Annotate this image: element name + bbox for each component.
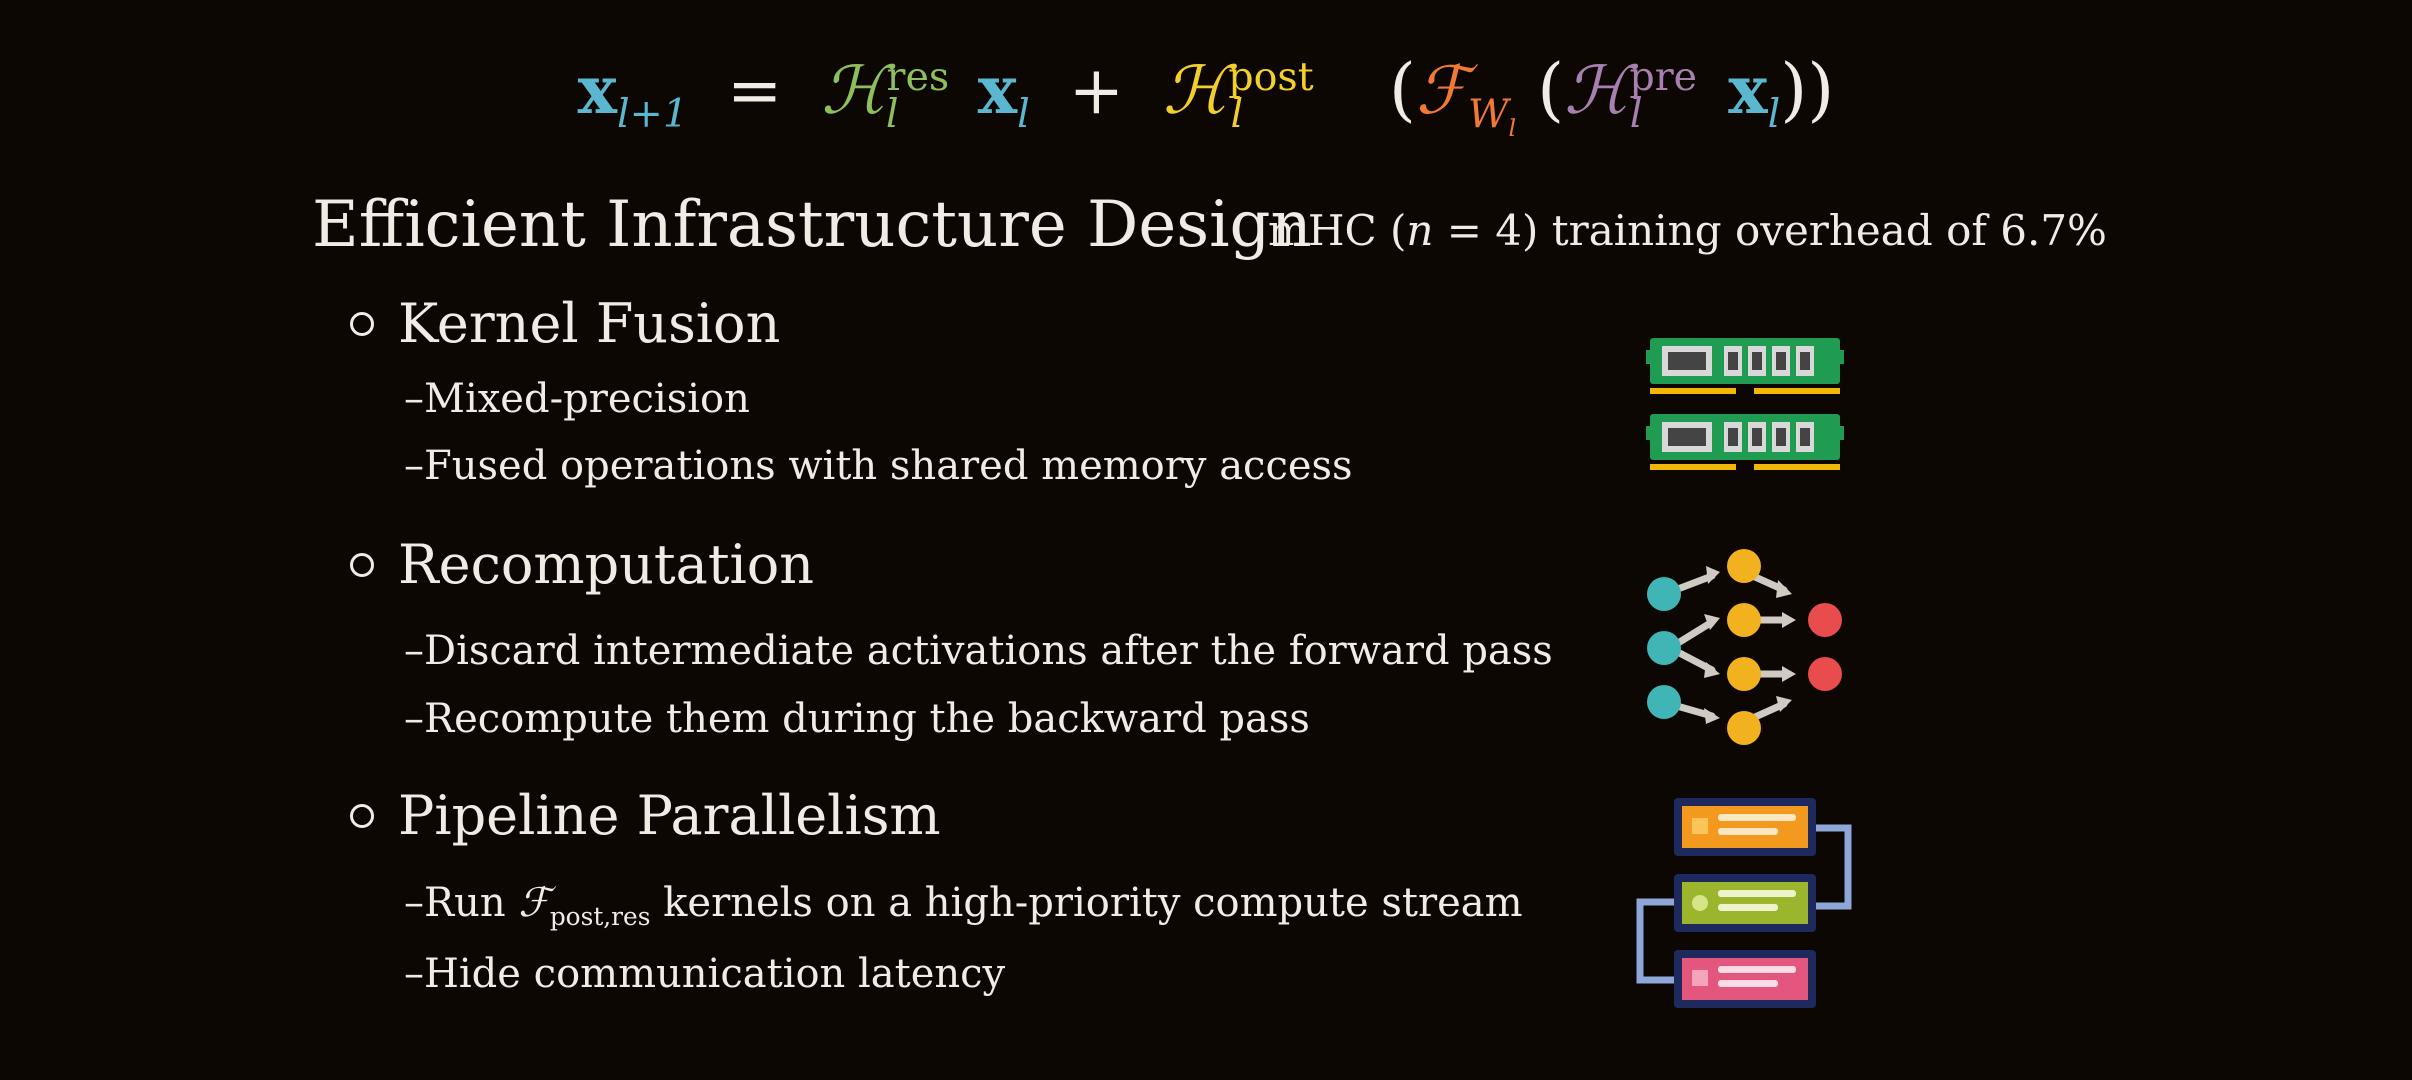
pipeline-item-1: –Run ℱpost,res kernels on a high-priorit… [404, 880, 1523, 931]
eq-lparen-1: ( [1388, 50, 1416, 130]
eq-plus: + [1068, 52, 1125, 129]
memory-ram-icon [1646, 338, 1844, 470]
ram-stick-bottom [1646, 414, 1844, 470]
eq-x-lhs: xl+1 [577, 51, 689, 138]
section-heading-pipeline-parallelism: Pipeline Parallelism [350, 784, 941, 847]
eq-lparen-2: ( [1537, 50, 1565, 130]
eq-rparens: )) [1780, 50, 1835, 130]
recomputation-item-2: –Recompute them during the backward pass [404, 696, 1310, 742]
eq-h-pre: ℋprel [1564, 52, 1698, 138]
bullet-circle-icon [350, 804, 374, 828]
eq-h-post: ℋpostl [1163, 52, 1314, 138]
section-heading-recomputation: Recomputation [350, 533, 814, 596]
ram-stick-top [1646, 338, 1844, 394]
server-stack-icon [1636, 798, 1852, 1008]
bullet-circle-icon [350, 553, 374, 577]
kernel-fusion-item-2: –Fused operations with shared memory acc… [404, 443, 1353, 489]
pipeline-item-2: –Hide communication latency [404, 951, 1006, 997]
eq-x-res: xl [977, 51, 1030, 138]
slide-title: Efficient Infrastructure Design [312, 188, 1312, 262]
eq-h-res: ℋresl [821, 52, 950, 138]
eq-x-pre: xl [1728, 51, 1781, 138]
eq-f: ℱWl [1415, 52, 1517, 143]
graph-network-icon [1647, 549, 1842, 745]
overhead-note: mHC (n = 4) training overhead of 6.7% [1268, 206, 2107, 255]
eq-equals: = [727, 52, 783, 129]
section-heading-kernel-fusion: Kernel Fusion [350, 292, 780, 355]
kernel-fusion-item-1: –Mixed-precision [404, 376, 750, 422]
recomputation-item-1: –Discard intermediate activations after … [404, 628, 1553, 674]
bullet-circle-icon [350, 312, 374, 336]
